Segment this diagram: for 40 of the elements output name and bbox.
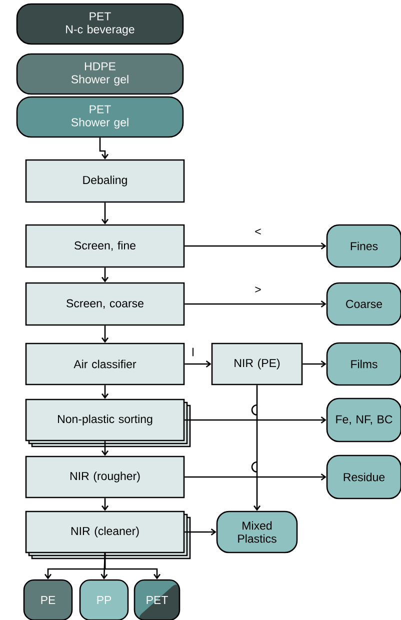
arrow: [99, 138, 109, 160]
process-box: NIR (rougher): [25, 456, 185, 498]
source-pill: HDPE Shower gel: [16, 53, 184, 95]
output-pill: Fines: [326, 224, 401, 268]
arrow: [104, 553, 161, 580]
edge-label: l: [190, 346, 196, 358]
arrow: [184, 528, 216, 536]
edge-label: >: [254, 286, 262, 294]
arrow: [184, 242, 326, 250]
output-pill: Mixed Plastics: [216, 510, 298, 554]
source-pill: PET Shower gel: [16, 96, 184, 138]
output-pill: Fe, NF, BC: [326, 398, 401, 442]
product-pill: PET: [134, 579, 180, 620]
arrow: [101, 441, 109, 456]
source-pill: PET N-c beverage: [16, 3, 184, 45]
output-pill: Films: [326, 342, 401, 386]
process-box: Debaling: [25, 159, 185, 203]
arrow: [184, 416, 326, 424]
process-box: Screen, coarse: [25, 282, 185, 326]
arrow: [184, 300, 326, 308]
arrow: [101, 385, 109, 399]
arrow: [101, 268, 109, 282]
output-pill: Coarse: [326, 282, 401, 326]
arrow: [101, 498, 109, 511]
arrow: [101, 326, 109, 343]
arrow: [251, 385, 261, 511]
arrow: [184, 473, 326, 481]
product-pill: PP: [79, 579, 129, 620]
stacked-process-box: Non-plastic sorting: [25, 398, 191, 448]
process-box: Air classifier: [25, 342, 185, 386]
arrow: [101, 202, 109, 224]
process-box: NIR (PE): [211, 342, 303, 386]
stacked-process-box: NIR (cleaner): [25, 510, 191, 560]
output-pill: Residue: [326, 454, 401, 500]
arrow: [184, 360, 212, 368]
arrow: [100, 553, 108, 580]
process-box: Screen, fine: [25, 224, 185, 268]
product-pill: PE: [23, 579, 73, 620]
edge-label: <: [254, 228, 262, 236]
arrow: [302, 360, 326, 368]
